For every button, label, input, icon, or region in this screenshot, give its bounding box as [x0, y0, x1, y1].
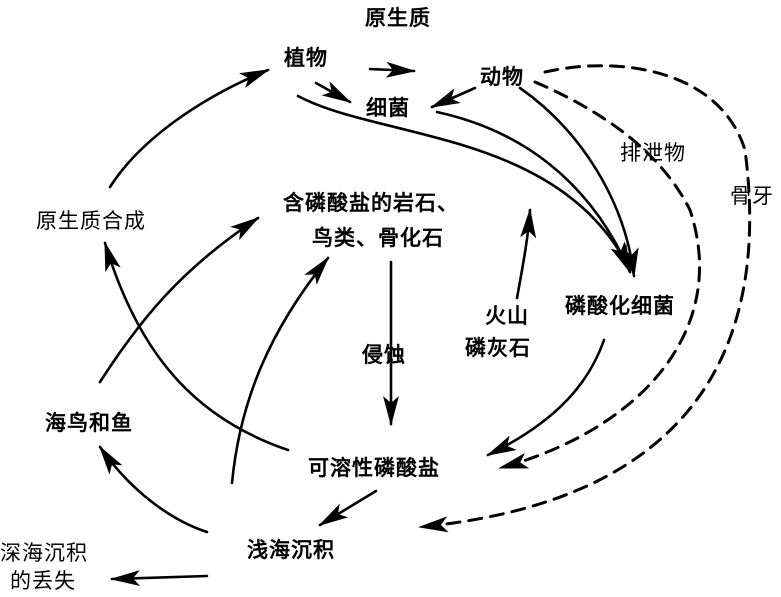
arrow-plants-to-phosbacteria [296, 94, 632, 272]
arrow-plants-to-animals [368, 61, 416, 78]
node-animals: 动物 [480, 64, 524, 89]
arrow-phosbacteria-to-soluble [486, 338, 606, 457]
arrow-animals-to-phosbacteria [518, 86, 639, 278]
node-seabirds-fish: 海鸟和鱼 [45, 410, 133, 435]
arrow-shallow-to-deep [110, 570, 209, 587]
node-volcano-1: 火山 [485, 303, 529, 328]
dashed-excreta [498, 80, 701, 470]
node-soluble-phosphate: 可溶性磷酸盐 [308, 455, 440, 480]
arrow-volcano-to-rocks [515, 208, 537, 300]
node-shallow-sediment: 浅海沉积 [247, 537, 335, 562]
dashed-bones [418, 64, 752, 533]
title-protoplasm: 原生质 [365, 5, 431, 30]
arrow-seabirds-to-rocks [98, 216, 260, 384]
arrow-synthesis-to-plants [108, 68, 270, 189]
node-protoplasm-synthesis: 原生质合成 [36, 209, 146, 233]
arrow-shallow-to-seabirds [98, 445, 209, 534]
node-phosphatizing-bacteria: 磷酸化细菌 [565, 293, 675, 318]
node-volcano-2: 磷灰石 [465, 335, 531, 360]
node-deep-loss-1: 深海沉积 [0, 541, 88, 565]
arrow-shallow-to-rocks [230, 256, 330, 485]
node-deep-loss-2: 的丢失 [10, 569, 76, 593]
label-bones-teeth: 骨牙 [730, 184, 774, 208]
node-phosphate-rocks-2: 鸟类、骨化石 [312, 225, 444, 250]
arrow-plants-to-bacteria [314, 81, 352, 104]
node-plants: 植物 [284, 45, 328, 70]
arrow-bacteria-to-phosbacteria [435, 110, 632, 274]
label-erosion: 侵蚀 [362, 342, 406, 367]
node-bacteria: 细菌 [366, 95, 410, 120]
arrow-soluble-to-shallow [318, 489, 378, 527]
arrow-animals-to-bacteria [430, 86, 477, 109]
label-excreta: 排泄物 [620, 141, 686, 165]
arrow-soluble-to-synthesis [103, 241, 290, 452]
node-phosphate-rocks-1: 含磷酸盐的岩石、 [283, 190, 459, 215]
